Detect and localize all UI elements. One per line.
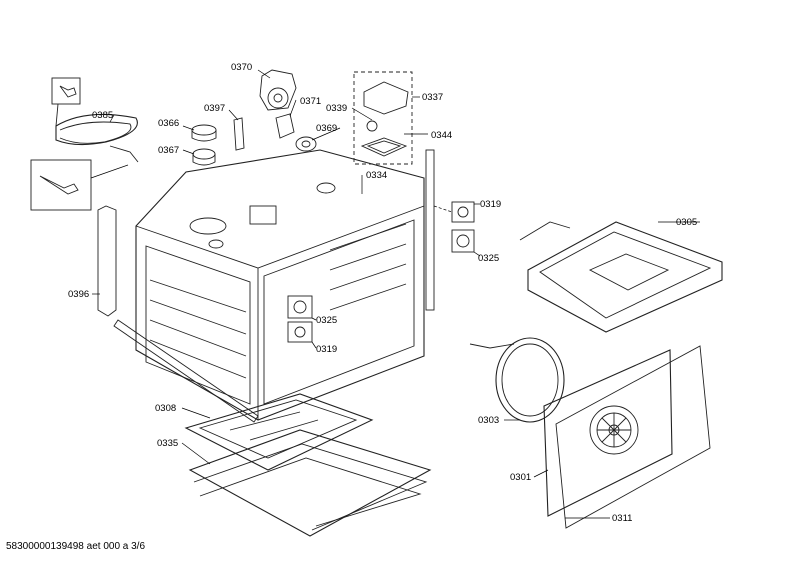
cable-harness-part	[30, 77, 139, 211]
callout-labels: 0370 0371 0397 0339 0337 0385 0366 0369 …	[68, 62, 697, 524]
callout-0339: 0339	[326, 103, 347, 114]
callout-0366: 0366	[158, 118, 179, 129]
callout-0370: 0370	[231, 62, 252, 73]
callout-0344: 0344	[431, 130, 452, 141]
callout-0397: 0397	[204, 103, 225, 114]
callout-0301: 0301	[510, 472, 531, 483]
grommet-parts-right	[433, 201, 475, 253]
callout-0335: 0335	[157, 438, 178, 449]
callout-0371: 0371	[300, 96, 321, 107]
knob-parts	[191, 124, 217, 166]
back-panel-part	[543, 345, 711, 529]
callout-0308: 0308	[155, 403, 176, 414]
callout-0337: 0337	[422, 92, 443, 103]
leader-lines	[92, 69, 700, 519]
callout-0303: 0303	[478, 415, 499, 426]
callout-0319-right: 0319	[480, 199, 501, 210]
fan-motor-part	[259, 69, 297, 111]
oven-cavity-part	[97, 149, 435, 423]
grommet-parts-inner	[287, 295, 313, 343]
callout-0305: 0305	[676, 217, 697, 228]
callout-0325-right: 0325	[478, 253, 499, 264]
callout-0334: 0334	[366, 170, 387, 181]
callout-0369: 0369	[316, 123, 337, 134]
ring-heater-part	[469, 337, 565, 423]
seal-ring-part	[295, 136, 317, 152]
callout-0311: 0311	[612, 513, 632, 524]
callout-0319-inner: 0319	[316, 344, 337, 355]
insulation-mat-part	[188, 429, 432, 537]
document-reference-footer: 58300000139498 aet 000 a 3/6	[6, 541, 146, 552]
bracket-part	[233, 113, 295, 151]
callout-0367: 0367	[158, 145, 179, 156]
grill-heater-part	[519, 221, 723, 333]
callout-0325-inner: 0325	[316, 315, 337, 326]
bottom-heater-part	[184, 393, 374, 471]
lamp-assembly-group	[353, 71, 413, 165]
callout-0385: 0385	[92, 110, 113, 121]
callout-0396: 0396	[68, 289, 89, 300]
